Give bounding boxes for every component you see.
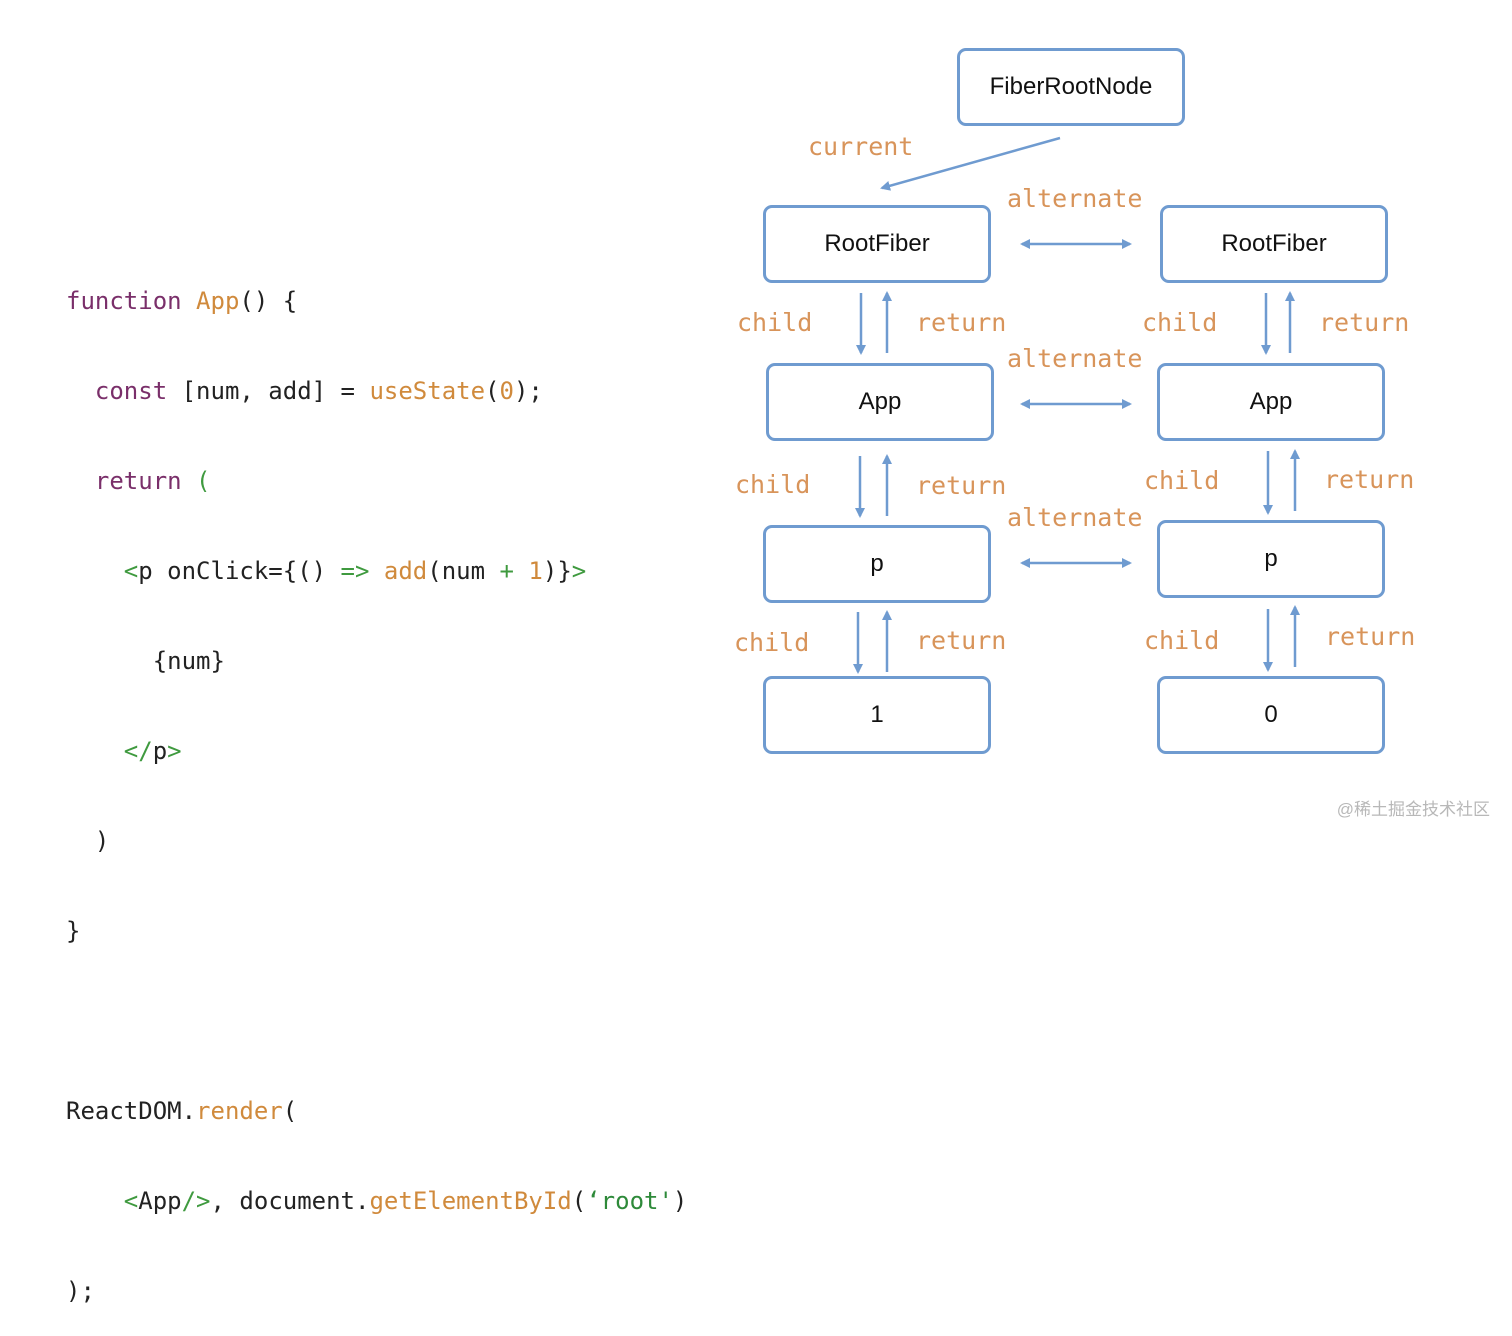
code-line: {num} — [66, 646, 687, 676]
return-label: return — [916, 308, 1007, 337]
code-text: ReactDOM. — [66, 1097, 197, 1125]
code-indent — [66, 1187, 124, 1215]
code-line: const [num, add] = useState(0); — [66, 376, 687, 406]
child-label: child — [734, 628, 810, 657]
fiber-root-node: FiberRootNode — [957, 48, 1185, 126]
current-label: current — [808, 132, 914, 161]
alternate-label: alternate — [1007, 503, 1143, 532]
code-text: ); — [66, 1277, 95, 1305]
code-text: onClick={() — [152, 557, 341, 585]
right-p-node: p — [1157, 520, 1385, 598]
current-arrow — [880, 136, 1061, 191]
child-label: child — [737, 308, 813, 337]
code-tag-name: App — [138, 1187, 182, 1215]
node-label: 0 — [1264, 701, 1278, 728]
node-label: App — [858, 388, 902, 415]
code-paren: ( — [181, 467, 211, 495]
code-text: {num} — [66, 647, 225, 675]
code-function: render — [196, 1097, 283, 1125]
code-line: ); — [66, 1276, 687, 1306]
left-p-node: p — [763, 525, 991, 603]
code-line: return ( — [66, 466, 687, 496]
code-line: <p onClick={() => add(num + 1)}> — [66, 556, 687, 586]
code-text: )} — [542, 557, 572, 585]
node-label: p — [870, 550, 884, 577]
return-label: return — [916, 471, 1007, 500]
code-line: ReactDOM.render( — [66, 1096, 687, 1126]
return-label: return — [1324, 465, 1415, 494]
code-line: </p> — [66, 736, 687, 766]
code-text: [num, add] = — [167, 377, 370, 405]
code-keyword: const — [94, 377, 168, 405]
code-tag-name: p — [138, 557, 153, 585]
code-text: ( — [571, 1187, 587, 1215]
code-text: } — [66, 917, 81, 945]
code-function: add — [383, 557, 428, 585]
return-label: return — [1325, 622, 1416, 651]
code-text: ( — [282, 1097, 298, 1125]
right-rootfiber-node: RootFiber — [1160, 205, 1388, 283]
code-arrow: => — [340, 557, 370, 585]
node-label: 1 — [870, 701, 884, 728]
code-text: ) — [672, 1187, 688, 1215]
code-number: 0 — [499, 377, 514, 405]
return-label: return — [916, 626, 1007, 655]
return-label: return — [1319, 308, 1410, 337]
code-tag-bracket: < — [123, 1187, 139, 1215]
code-tag-bracket: /> — [181, 1187, 211, 1215]
child-label: child — [1144, 466, 1220, 495]
node-label: p — [1264, 545, 1278, 572]
node-label: RootFiber — [824, 230, 930, 257]
watermark: @稀土掘金技术社区 — [1336, 800, 1490, 819]
code-line — [66, 1006, 687, 1036]
code-tag-bracket: > — [571, 557, 587, 585]
code-text: () { — [239, 287, 298, 315]
code-text: ); — [513, 377, 543, 405]
code-function: App — [196, 287, 240, 315]
alternate-label: alternate — [1007, 344, 1143, 373]
diagram-arrows — [853, 136, 1300, 674]
code-text: ( — [485, 377, 500, 405]
code-keyword: function — [66, 287, 182, 315]
code-tag-bracket: < — [123, 557, 139, 585]
code-operator: + — [499, 557, 514, 585]
code-function: useState — [369, 377, 486, 405]
alternate-label: alternate — [1007, 184, 1143, 213]
right-app-node: App — [1157, 363, 1385, 441]
code-function: getElementById — [369, 1187, 572, 1215]
child-label: child — [735, 470, 811, 499]
left-rootfiber-node: RootFiber — [763, 205, 991, 283]
left-text-node: 1 — [763, 676, 991, 754]
code-tag-name: p — [152, 737, 168, 765]
node-label: RootFiber — [1221, 230, 1327, 257]
code-line: } — [66, 916, 687, 946]
left-app-node: App — [766, 363, 994, 441]
code-keyword: return — [94, 467, 182, 495]
code-string: ‘root' — [586, 1187, 673, 1215]
node-label: App — [1249, 388, 1293, 415]
child-label: child — [1144, 626, 1220, 655]
right-text-node: 0 — [1157, 676, 1385, 754]
code-tag-bracket: > — [167, 737, 182, 765]
child-label: child — [1142, 308, 1218, 337]
code-tag-bracket: </ — [123, 737, 153, 765]
code-text: , document. — [210, 1187, 370, 1215]
code-line: function App() { — [66, 286, 687, 316]
node-label: FiberRootNode — [989, 73, 1153, 100]
code-number: 1 — [528, 557, 543, 585]
code-text: (num — [427, 557, 500, 585]
code-line: <App/>, document.getElementById(‘root') — [66, 1186, 688, 1216]
